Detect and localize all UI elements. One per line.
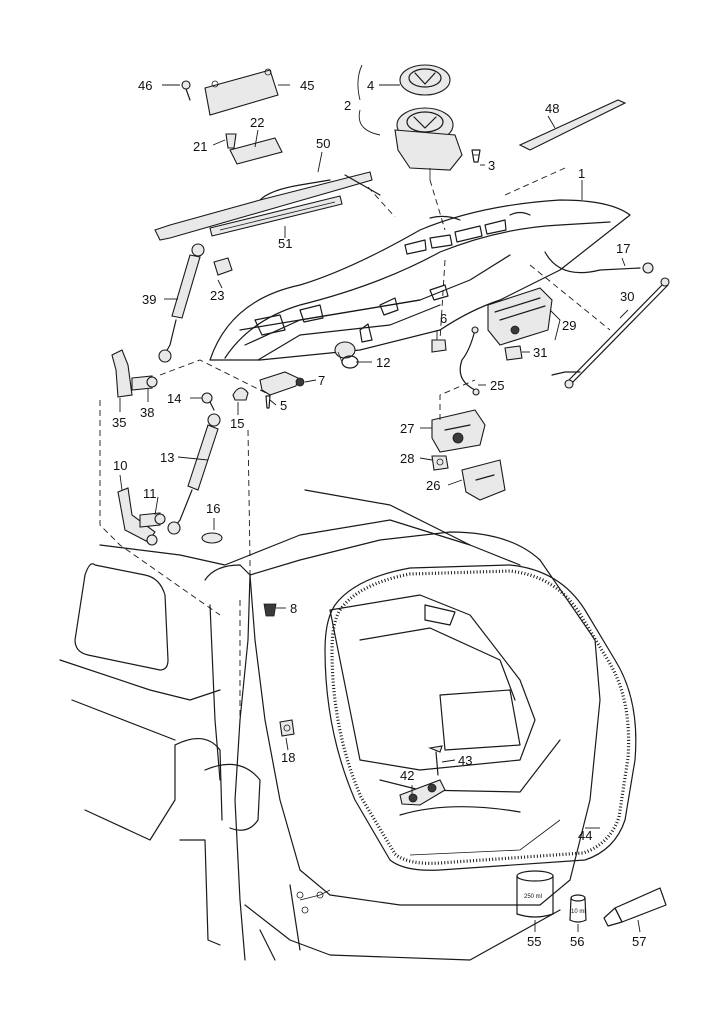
washer-hose bbox=[544, 251, 654, 274]
gas-strut-upper bbox=[158, 243, 205, 363]
callout-2: 2 bbox=[344, 98, 351, 113]
callout-8: 8 bbox=[290, 601, 297, 616]
high-mount-brake-light bbox=[209, 195, 343, 237]
clip-21 bbox=[225, 133, 237, 149]
callout-46: 46 bbox=[138, 78, 152, 93]
assembly-lines bbox=[99, 167, 611, 720]
clip-8 bbox=[263, 603, 277, 617]
callout-44: 44 bbox=[578, 828, 592, 843]
callout-31: 31 bbox=[533, 345, 547, 360]
callout-11: 11 bbox=[143, 486, 157, 501]
tube-57 bbox=[603, 887, 667, 927]
callout-56: 56 bbox=[570, 934, 584, 949]
rubber-stop-12 bbox=[334, 341, 359, 369]
callout-6: 6 bbox=[440, 311, 447, 326]
callout-57: 57 bbox=[632, 934, 646, 949]
striker-42 bbox=[399, 779, 446, 806]
vehicle-body bbox=[59, 489, 601, 961]
callout-39: 39 bbox=[142, 292, 156, 307]
nut-28 bbox=[431, 455, 449, 471]
callout-3: 3 bbox=[488, 158, 495, 173]
hinge-lower bbox=[117, 487, 158, 546]
callout-15: 15 bbox=[230, 416, 244, 431]
callout-55: 55 bbox=[527, 934, 541, 949]
callout-17: 17 bbox=[616, 241, 630, 256]
callout-50: 50 bbox=[316, 136, 330, 151]
callout-29: 29 bbox=[562, 318, 576, 333]
bottle-10ml: 10 ml bbox=[569, 894, 587, 923]
can-250ml: 250 ml bbox=[516, 870, 554, 918]
callout-51: 51 bbox=[278, 236, 292, 251]
latch-27 bbox=[431, 409, 486, 453]
gas-strut-lower bbox=[167, 413, 221, 535]
grommet-16 bbox=[201, 532, 223, 544]
callout-25: 25 bbox=[490, 378, 504, 393]
callout-18: 18 bbox=[281, 750, 295, 765]
can-250ml-label: 250 ml bbox=[524, 894, 542, 900]
buffer-6 bbox=[431, 339, 447, 353]
bracket-7 bbox=[259, 371, 305, 396]
cover-bracket bbox=[204, 68, 279, 116]
buffer-18 bbox=[279, 719, 295, 737]
trim-strip bbox=[518, 99, 627, 151]
callout-12: 12 bbox=[376, 355, 390, 370]
emblem-switch-assembly bbox=[394, 64, 463, 180]
cover-plate-22 bbox=[229, 137, 283, 165]
bolt-43 bbox=[427, 745, 443, 776]
bottle-10ml-label: 10 ml bbox=[571, 909, 586, 915]
callout-28: 28 bbox=[400, 451, 414, 466]
callout-13: 13 bbox=[160, 450, 174, 465]
cable-25 bbox=[459, 326, 480, 396]
screw-3 bbox=[471, 149, 481, 163]
switch-31 bbox=[504, 345, 523, 361]
screw-5 bbox=[265, 395, 271, 409]
rod-30 bbox=[564, 277, 670, 389]
callout-numbers: 1 2 3 4 5 6 7 8 10 11 12 13 14 15 16 17 … bbox=[112, 78, 646, 949]
callout-7: 7 bbox=[318, 373, 325, 388]
callout-5: 5 bbox=[280, 398, 287, 413]
bolt-14 bbox=[201, 392, 215, 411]
callout-23: 23 bbox=[210, 288, 224, 303]
callout-16: 16 bbox=[206, 501, 220, 516]
callout-4: 4 bbox=[367, 78, 374, 93]
rear-spoiler bbox=[154, 171, 381, 241]
callout-38: 38 bbox=[140, 405, 154, 420]
bolt-38 bbox=[131, 375, 158, 391]
callout-43: 43 bbox=[458, 753, 472, 768]
buffer-15 bbox=[232, 387, 249, 401]
tailgate-door bbox=[209, 199, 631, 361]
callout-35: 35 bbox=[112, 415, 126, 430]
callout-42: 42 bbox=[400, 768, 414, 783]
callout-leaders bbox=[119, 64, 641, 933]
callout-48: 48 bbox=[545, 101, 559, 116]
callout-27: 27 bbox=[400, 421, 414, 436]
callout-10: 10 bbox=[113, 458, 127, 473]
callout-14: 14 bbox=[167, 391, 181, 406]
bolt-11 bbox=[139, 512, 166, 528]
tailgate-seal bbox=[324, 564, 637, 871]
callout-45: 45 bbox=[300, 78, 314, 93]
callout-26: 26 bbox=[426, 478, 440, 493]
lock-actuator-29 bbox=[487, 287, 553, 346]
hinge-upper bbox=[111, 349, 133, 398]
wire-lead bbox=[551, 371, 581, 376]
trim-26 bbox=[461, 459, 506, 501]
callout-30: 30 bbox=[620, 289, 634, 304]
callout-22: 22 bbox=[250, 115, 264, 130]
callout-21: 21 bbox=[193, 139, 207, 154]
callout-1: 1 bbox=[578, 166, 585, 181]
bracket-23 bbox=[213, 257, 233, 276]
bolt-46 bbox=[181, 80, 191, 101]
